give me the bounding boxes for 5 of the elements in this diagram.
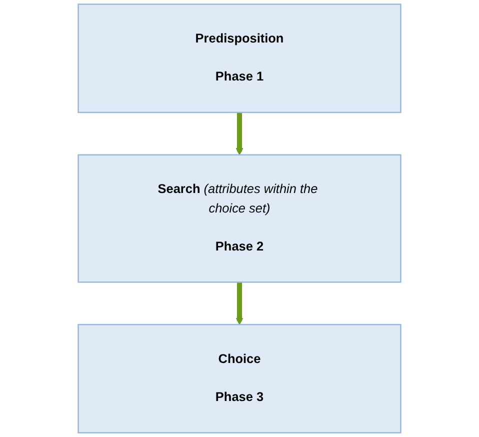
phase-box: Predisposition Phase 1	[78, 4, 402, 114]
arrow	[236, 112, 244, 156]
phase-box: Search (attributes within the choice set) Phase 2	[78, 154, 402, 283]
phase-box: Choice Phase 3	[78, 324, 402, 434]
arrow	[236, 282, 244, 325]
